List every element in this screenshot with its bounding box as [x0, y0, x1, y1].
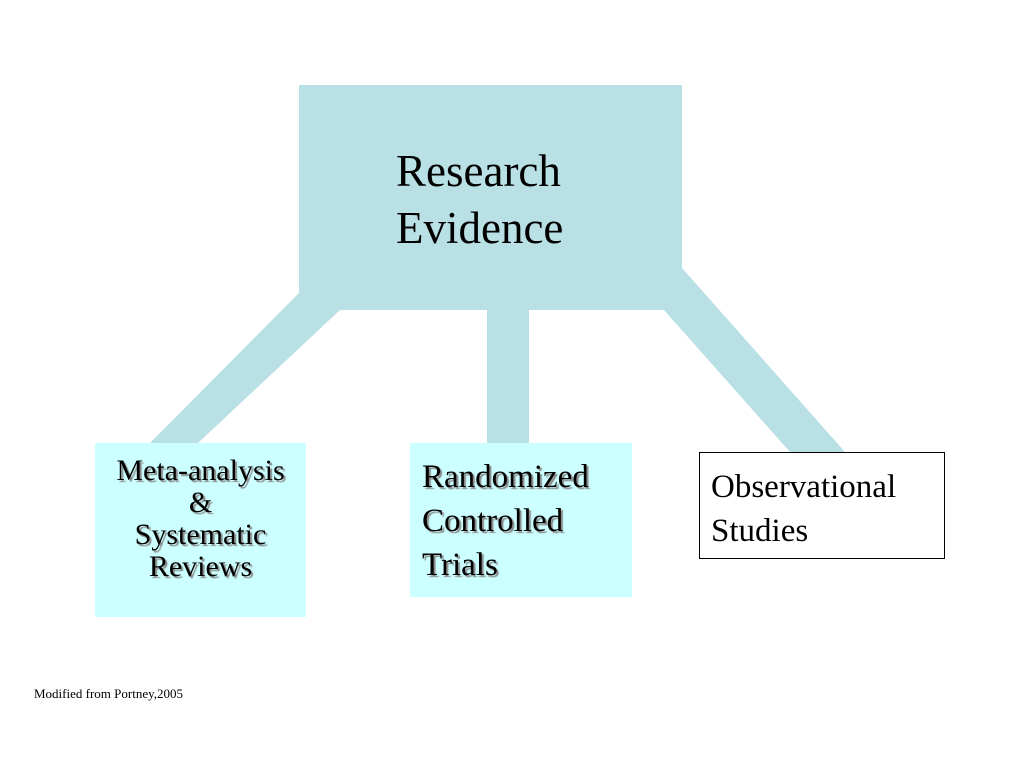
obs-line-2: Studies: [711, 513, 809, 549]
root-line-1: Research: [396, 146, 561, 196]
observational-studies-box: Observational Studies: [699, 452, 945, 559]
research-evidence-box: Research Evidence: [299, 85, 682, 310]
meta-line-2: &: [188, 486, 213, 519]
connector-obs: [664, 268, 845, 452]
footnote: Modified from Portney,2005: [34, 686, 183, 701]
connector-rct: [487, 310, 529, 443]
rct-line-3: Trials: [422, 547, 498, 583]
meta-line-4: Reviews: [148, 550, 253, 583]
rct-box: Randomized Controlled Trials: [410, 443, 632, 597]
meta-analysis-box: Meta-analysis & Systematic Reviews: [95, 443, 306, 617]
rct-line-1: Randomized: [422, 459, 589, 495]
meta-line-1: Meta-analysis: [116, 454, 285, 487]
root-line-2: Evidence: [396, 203, 564, 253]
obs-line-1: Observational: [711, 469, 897, 505]
connector-meta: [150, 293, 340, 443]
rct-line-2: Controlled: [422, 503, 564, 539]
meta-line-3: Systematic: [134, 518, 267, 551]
